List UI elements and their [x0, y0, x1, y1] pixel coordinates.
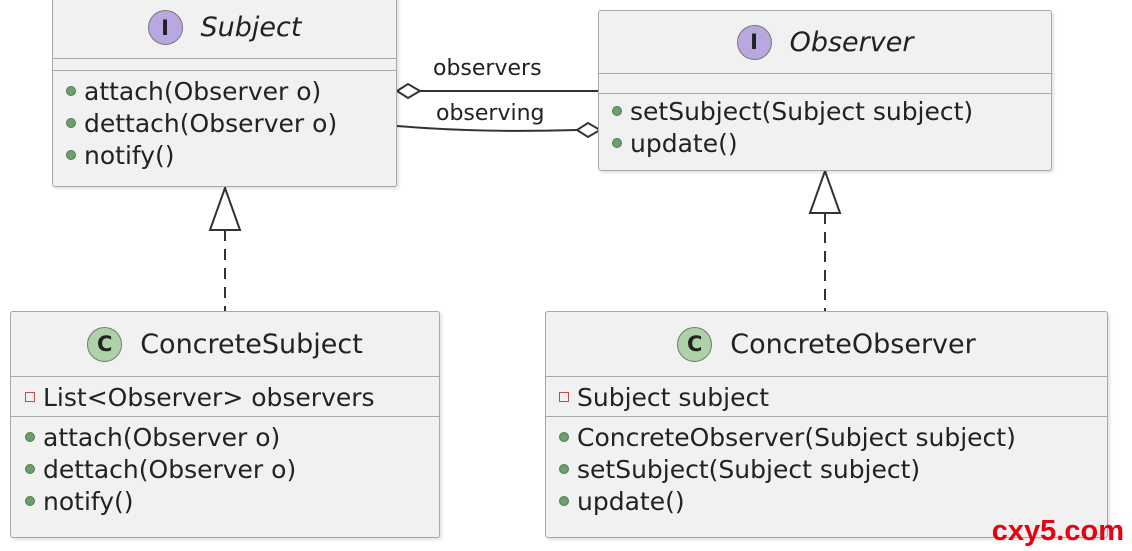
- observer-fields-section: [599, 74, 1051, 94]
- method-row: update(): [612, 127, 1051, 159]
- concrete-subject-header: C ConcreteSubject: [11, 312, 439, 377]
- method-row: dettach(Observer o): [25, 453, 439, 485]
- observing-aggregation-diamond: [575, 121, 602, 139]
- field-name: Subject subject: [577, 382, 770, 412]
- class-stereotype-icon: C: [87, 326, 123, 362]
- method-row: notify(): [25, 485, 439, 517]
- private-visibility-icon: [25, 392, 35, 402]
- concrete-observer-class-box[interactable]: C ConcreteObserver Subject subject Concr…: [545, 311, 1108, 538]
- subject-fields-section: [53, 59, 396, 71]
- method-name: notify(): [84, 140, 175, 170]
- public-visibility-icon: [612, 138, 622, 148]
- method-name: dettach(Observer o): [84, 108, 338, 138]
- public-visibility-icon: [559, 464, 569, 474]
- subject-interface-box[interactable]: I Subject attach(Observer o) dettach(Obs…: [52, 0, 397, 187]
- method-row: setSubject(Subject subject): [559, 453, 1107, 485]
- interface-stereotype-icon: I: [147, 10, 183, 45]
- method-row: attach(Observer o): [66, 75, 396, 107]
- method-name: setSubject(Subject subject): [630, 96, 974, 126]
- concrete-subject-methods-section: attach(Observer o) dettach(Observer o) n…: [11, 417, 439, 520]
- public-visibility-icon: [559, 432, 569, 442]
- observers-association-label: observers: [433, 56, 542, 81]
- interface-stereotype-icon: I: [736, 24, 772, 60]
- observing-aggregation-line: [396, 125, 578, 132]
- field-row: List<Observer> observers: [25, 381, 439, 413]
- public-visibility-icon: [612, 106, 622, 116]
- subject-methods-section: attach(Observer o) dettach(Observer o) n…: [53, 71, 396, 174]
- public-visibility-icon: [25, 496, 35, 506]
- method-row: attach(Observer o): [25, 421, 439, 453]
- public-visibility-icon: [559, 496, 569, 506]
- observer-header: I Observer: [599, 11, 1051, 74]
- subject-header: I Subject: [53, 0, 396, 59]
- method-row: ConcreteObserver(Subject subject): [559, 421, 1107, 453]
- method-name: update(): [577, 486, 685, 516]
- method-name: dettach(Observer o): [43, 454, 297, 484]
- observing-association-label: observing: [436, 101, 545, 126]
- observer-methods-section: setSubject(Subject subject) update(): [599, 94, 1051, 162]
- private-visibility-icon: [559, 392, 569, 402]
- method-name: setSubject(Subject subject): [577, 454, 921, 484]
- concrete-observer-class-name: ConcreteObserver: [730, 328, 976, 360]
- method-name: attach(Observer o): [43, 422, 281, 452]
- method-name: attach(Observer o): [84, 76, 322, 106]
- observers-aggregation-diamond: [395, 82, 422, 100]
- concrete-subject-class-box[interactable]: C ConcreteSubject List<Observer> observe…: [10, 311, 440, 538]
- public-visibility-icon: [66, 86, 76, 96]
- method-row: notify(): [66, 139, 396, 171]
- method-name: update(): [630, 128, 738, 158]
- method-row: setSubject(Subject subject): [612, 95, 1051, 127]
- concrete-subject-fields-section: List<Observer> observers: [11, 377, 439, 417]
- concrete-subject-class-name: ConcreteSubject: [140, 328, 363, 360]
- concrete-observer-methods-section: ConcreteObserver(Subject subject) setSub…: [546, 417, 1107, 520]
- concrete-observer-fields-section: Subject subject: [546, 377, 1107, 417]
- observer-realization-arrowhead: [808, 168, 842, 214]
- public-visibility-icon: [66, 150, 76, 160]
- public-visibility-icon: [66, 118, 76, 128]
- method-name: notify(): [43, 486, 134, 516]
- class-stereotype-icon: C: [677, 326, 713, 362]
- method-row: update(): [559, 485, 1107, 517]
- field-name: List<Observer> observers: [43, 382, 375, 412]
- subject-class-name: Subject: [200, 12, 302, 43]
- field-row: Subject subject: [559, 381, 1107, 413]
- observer-interface-box[interactable]: I Observer setSubject(Subject subject) u…: [598, 10, 1052, 171]
- observer-class-name: Observer: [789, 26, 914, 58]
- watermark-logo: cxy5.com: [991, 515, 1124, 547]
- subject-realization-arrowhead: [208, 185, 242, 231]
- concrete-observer-header: C ConcreteObserver: [546, 312, 1107, 377]
- method-name: ConcreteObserver(Subject subject): [577, 422, 1016, 452]
- public-visibility-icon: [25, 464, 35, 474]
- method-row: dettach(Observer o): [66, 107, 396, 139]
- public-visibility-icon: [25, 432, 35, 442]
